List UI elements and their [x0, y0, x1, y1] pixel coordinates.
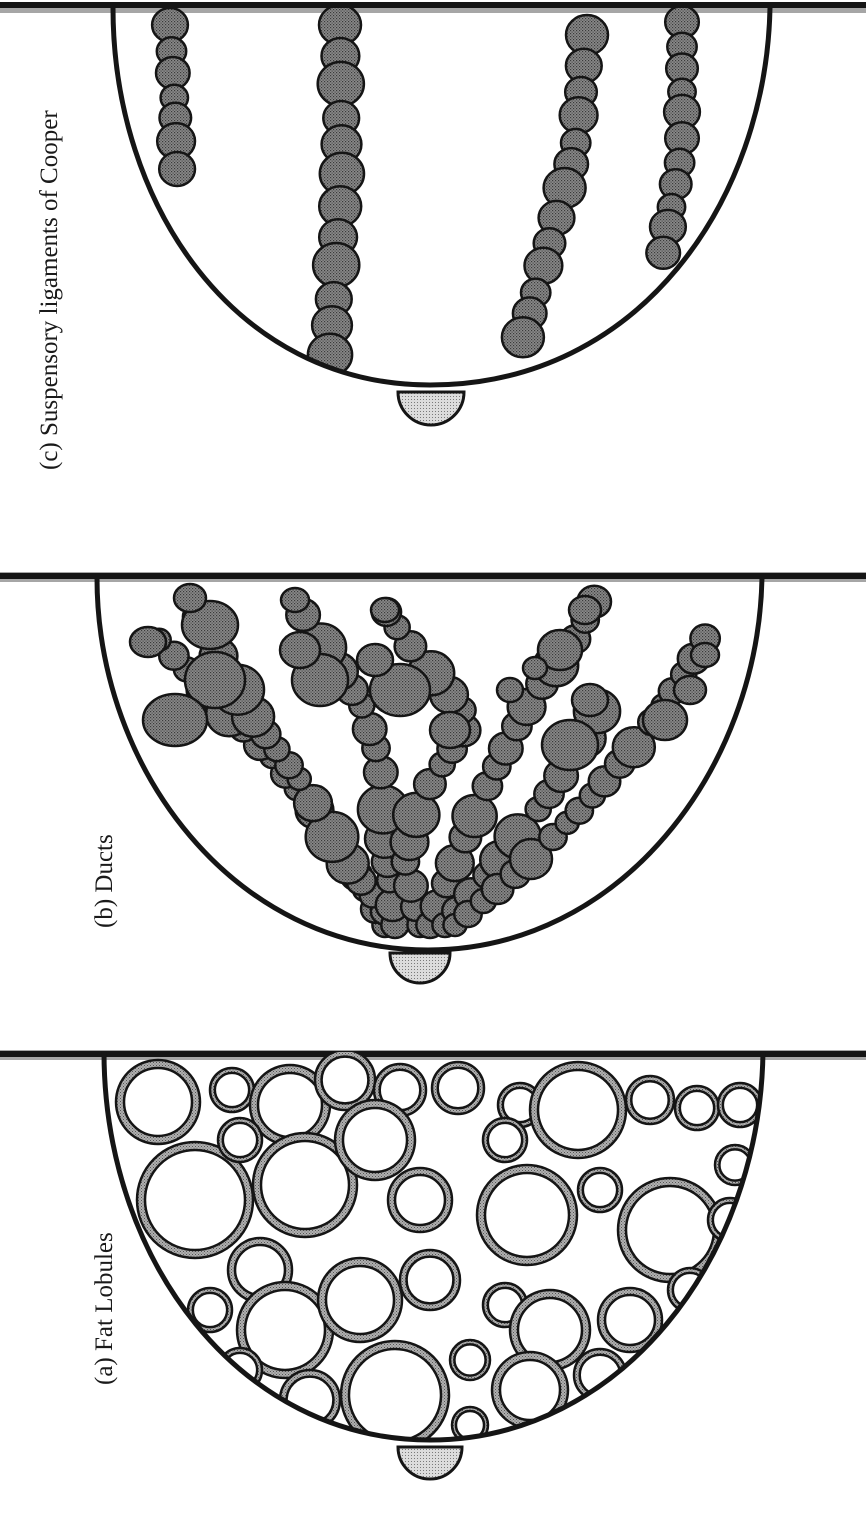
duct-lobe-blob: [371, 598, 399, 622]
panel-c: (c) Suspensory ligaments of Cooper: [0, 3, 866, 470]
panel-a-label: (a) Fat Lobules: [91, 1232, 118, 1385]
duct-lobe-blob: [280, 632, 320, 668]
fat-lobule: [530, 1062, 626, 1158]
fat-lobule: [388, 1168, 452, 1232]
ligament-blob: [646, 237, 680, 269]
duct-lobe-blob: [143, 694, 207, 746]
nipple-c: [398, 392, 464, 425]
ligament-blob: [318, 62, 364, 106]
panel-c-label: (c) Suspensory ligaments of Cooper: [36, 110, 63, 470]
ligaments-group: [152, 5, 700, 376]
duct-blob: [453, 795, 497, 837]
duct-lobe-blob: [572, 684, 608, 716]
panel-b-label-text: (b) Ducts: [91, 834, 118, 928]
panel-a-label-text: (a) Fat Lobules: [91, 1232, 118, 1385]
duct-lobe-blob: [357, 644, 393, 676]
lobules-group: [116, 1050, 762, 1449]
chest-wall-line: [0, 1050, 866, 1060]
fat-lobule: [400, 1250, 460, 1310]
duct-lobe-blob: [174, 584, 206, 612]
fat-lobule: [335, 1100, 415, 1180]
fat-lobule: [318, 1258, 402, 1342]
fat-lobule: [477, 1165, 577, 1265]
chest-wall-line: [0, 3, 866, 13]
fat-lobule: [116, 1060, 200, 1144]
fat-lobule: [578, 1168, 622, 1212]
panel-a: (a) Fat Lobules: [0, 1050, 866, 1479]
fat-lobule: [210, 1068, 254, 1112]
ligament-blob: [502, 317, 544, 357]
fat-lobule: [432, 1062, 484, 1114]
duct-lobe-blob: [569, 596, 601, 624]
fat-lobule: [483, 1118, 527, 1162]
fat-lobule: [218, 1118, 262, 1162]
duct-lobe-blob: [130, 627, 166, 657]
duct-lobe-blob: [523, 657, 547, 679]
nipple-a: [398, 1447, 462, 1479]
ligament-blob: [159, 152, 195, 186]
duct-lobe-blob: [281, 588, 309, 612]
panel-c-label-text: (c) Suspensory ligaments of Cooper: [36, 110, 63, 470]
fat-lobule: [492, 1352, 568, 1428]
ducts-group: [130, 584, 720, 938]
fat-lobule: [626, 1076, 674, 1124]
duct-lobe-blob: [542, 720, 598, 770]
duct-lobe-blob: [643, 700, 687, 740]
fat-lobule: [675, 1086, 719, 1130]
ligament-blob: [560, 97, 598, 133]
duct-lobe-blob: [691, 643, 719, 667]
ligament-blob: [313, 243, 359, 287]
duct-lobe-blob: [497, 678, 523, 702]
duct-lobe-blob: [430, 712, 470, 748]
duct-lobe-blob: [674, 676, 706, 704]
panel-b-label: (b) Ducts: [91, 834, 118, 928]
chest-wall-line: [0, 572, 866, 582]
nipple-b: [390, 953, 450, 983]
fat-lobule: [450, 1340, 490, 1380]
panel-b: (b) Ducts: [0, 572, 866, 983]
